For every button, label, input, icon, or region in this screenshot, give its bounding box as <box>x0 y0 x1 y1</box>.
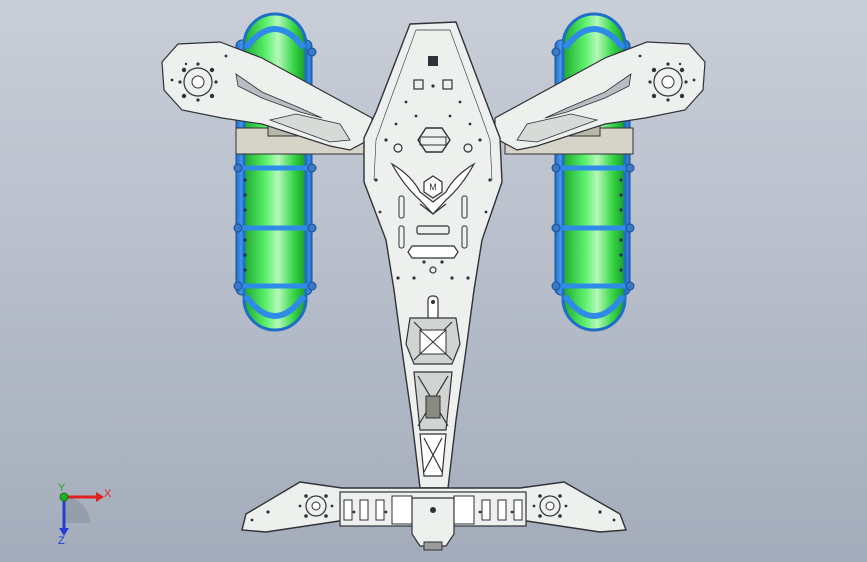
tail-right-motor-mount <box>532 494 568 518</box>
left-rail-holes <box>243 178 247 272</box>
right-motor-arm[interactable] <box>494 41 706 151</box>
left-tank-studs <box>233 47 317 291</box>
logo-letter: M <box>429 182 437 192</box>
lower-truss <box>405 295 461 477</box>
right-tank-top-cap <box>562 26 626 50</box>
left-tank-bottom-cap <box>243 294 307 319</box>
frame-logo-emblem: M <box>390 162 476 215</box>
right-rail-holes <box>619 178 623 272</box>
left-motor-arm[interactable] <box>161 41 373 151</box>
triad-y-label: Y <box>58 482 66 494</box>
tail-servo-slots <box>343 495 523 525</box>
center-hex-opening <box>417 127 451 153</box>
left-tank-top-cap <box>243 26 307 50</box>
triad-z-label: Z <box>58 535 65 547</box>
tail-boom-assembly[interactable] <box>241 481 627 551</box>
frame-top-marker <box>428 56 438 66</box>
right-tank-bottom-cap <box>562 294 626 319</box>
main-frame-plate[interactable]: M <box>363 21 503 489</box>
tail-left-motor-mount <box>298 494 334 518</box>
triad-x-label: X <box>104 488 112 500</box>
frame-side-slots <box>398 195 468 249</box>
orientation-triad[interactable]: X Y Z <box>58 482 112 547</box>
